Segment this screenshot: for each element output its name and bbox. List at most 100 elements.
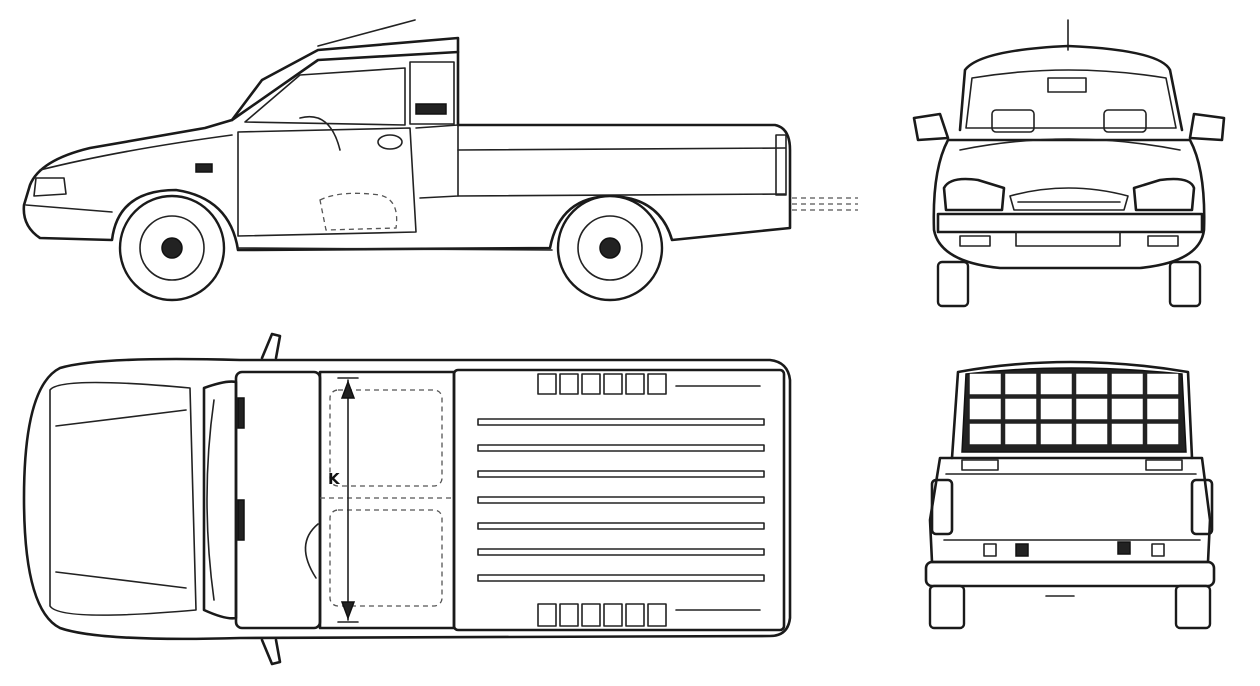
wiper-upper (237, 397, 245, 429)
top-bed (452, 368, 786, 632)
side-body-outline (22, 36, 792, 252)
rear-window-pane (969, 398, 1001, 420)
hood-line (39, 134, 233, 171)
rear-window-pane (1147, 423, 1179, 445)
rear-bumper (924, 560, 1216, 588)
tie-down (537, 603, 557, 627)
fog-light-right (1147, 235, 1179, 247)
headrest-right (1103, 109, 1147, 133)
rear-window-pane (1040, 423, 1072, 445)
rear-window-pane (1111, 398, 1143, 420)
rear-window-pane (1005, 423, 1037, 445)
front-headlight-right (1132, 177, 1196, 212)
top-mirror-upper (260, 332, 282, 360)
bed-rib (477, 496, 765, 504)
side-marker (195, 163, 213, 173)
tie-down (603, 373, 623, 395)
bed-rib (477, 418, 765, 426)
top-mirror-lower (260, 638, 282, 666)
door-handle (377, 134, 403, 150)
bed-upper-line (457, 147, 786, 151)
bed-rib (477, 470, 765, 478)
rear-taillight-right (1190, 478, 1214, 536)
windshield-curve (206, 399, 215, 601)
seat-lower (329, 509, 443, 607)
front-mirror-right (1188, 112, 1226, 142)
top-cabin (318, 370, 456, 630)
rear-reflector-3 (1117, 541, 1131, 555)
tie-down (581, 373, 601, 395)
license-plate-front (1015, 231, 1121, 247)
tie-down (625, 603, 645, 627)
headrest-left (991, 109, 1035, 133)
bed-rib (477, 444, 765, 452)
fog-light-left (959, 235, 991, 247)
side-front-wheel (118, 194, 226, 302)
side-door (237, 127, 417, 237)
rear-window-pane (1076, 373, 1108, 395)
tie-down (559, 373, 579, 395)
rear-window-pane (1076, 398, 1108, 420)
seat-upper (329, 389, 443, 487)
rear-window-pane (1111, 373, 1143, 395)
rear-cab-outline (950, 360, 1194, 460)
top-view: K (22, 332, 792, 666)
side-mirror-handle (415, 103, 447, 115)
rear-window-pane (1111, 423, 1143, 445)
rear-taillight-left (930, 478, 954, 536)
side-window-front (244, 67, 406, 126)
front-view (912, 19, 1226, 308)
seat-outline (319, 192, 398, 231)
rear-reflector-1 (983, 543, 997, 557)
exhaust-hint (792, 197, 858, 211)
front-grille (1009, 187, 1129, 211)
rear-window-grid (969, 373, 1179, 445)
rear-tire-right (1174, 584, 1212, 630)
bed-ribs (477, 418, 765, 582)
front-hood (959, 138, 1181, 151)
tie-down (603, 603, 623, 627)
front-mirror-left (912, 112, 950, 142)
rear-view (924, 360, 1216, 630)
rear-reflector-4 (1151, 543, 1165, 557)
top-roof (234, 370, 322, 630)
front-lower-body (932, 138, 1206, 270)
rear-view-mirror (1047, 77, 1087, 93)
tie-down (647, 603, 667, 627)
rear-reflector-2 (1015, 543, 1029, 557)
tail-light (775, 134, 787, 196)
headlight (33, 177, 67, 197)
front-tire-left (936, 260, 970, 308)
side-rear-wheel (556, 194, 664, 302)
rear-window-pane (1147, 398, 1179, 420)
bed-rib (477, 548, 765, 556)
rear-latch-left (961, 459, 999, 471)
front-tire-right (1168, 260, 1202, 308)
front-headlight-left (942, 177, 1006, 212)
side-view (22, 19, 858, 302)
bed-tiedowns-lower (537, 603, 667, 627)
rear-window-pane (1076, 423, 1108, 445)
bed-lower-line (457, 193, 786, 197)
rear-window-pane (1005, 398, 1037, 420)
hood-crease-lower (55, 571, 187, 589)
tie-down (581, 603, 601, 627)
bed-tiedowns-upper (537, 373, 667, 395)
rear-latch-right (1145, 459, 1183, 471)
sill-line (237, 247, 553, 251)
tie-down (559, 603, 579, 627)
top-windshield (202, 380, 238, 620)
tie-down (647, 373, 667, 395)
rear-window-pane (1040, 398, 1072, 420)
bed-rib (477, 522, 765, 530)
steering-arc (304, 523, 319, 579)
steering-wheel (299, 116, 341, 151)
hood-crease-upper (55, 409, 187, 427)
rear-window-pane (1005, 373, 1037, 395)
rear-window-pane (1147, 373, 1179, 395)
wiper-lower (237, 499, 245, 541)
front-windshield (965, 69, 1177, 129)
top-hood (49, 381, 197, 616)
bed-rib (477, 574, 765, 582)
